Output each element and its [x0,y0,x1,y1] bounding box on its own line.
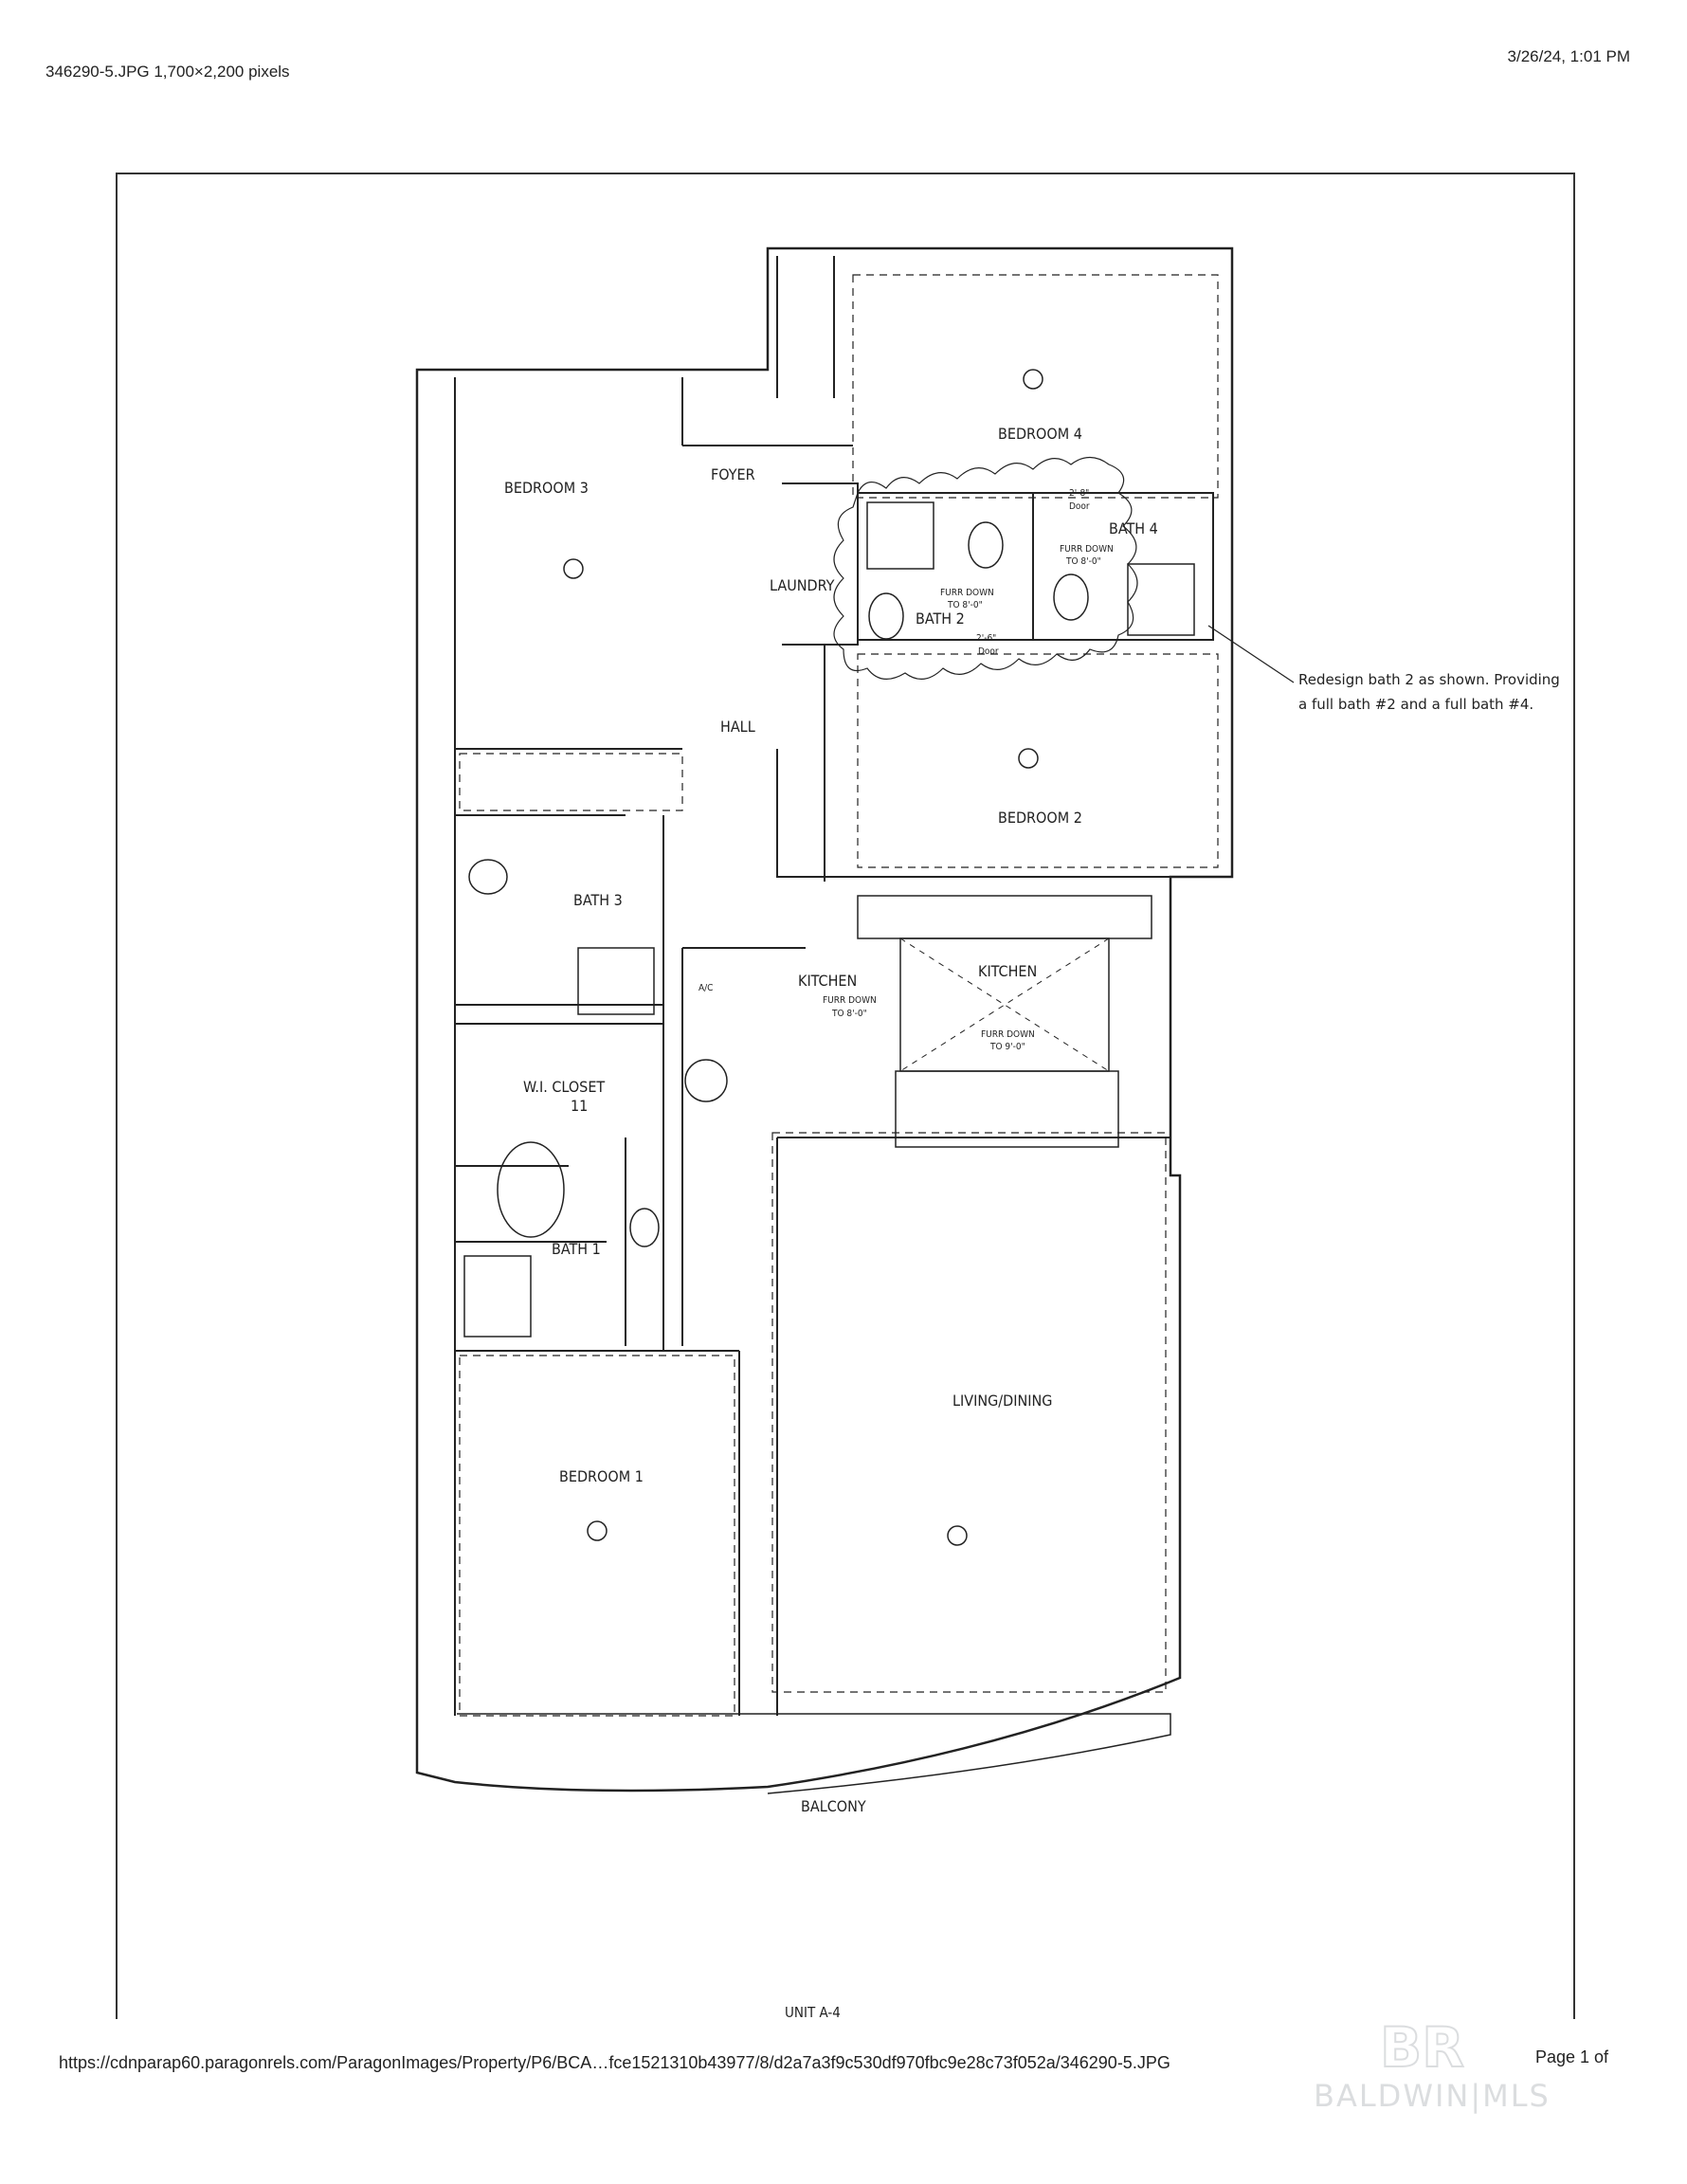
room-label-balcony: BALCONY [801,1797,866,1815]
exterior-wall [415,246,1234,1793]
room-label-bath1: BATH 1 [552,1240,601,1258]
door-size-top: 2'-8" [1069,488,1089,499]
furr-down-kitchen-line1: FURR DOWN [823,995,877,1006]
door-size-top-word: Door [1069,501,1090,512]
furr-down-bath2-line1: FURR DOWN [940,588,994,598]
print-timestamp: 3/26/24, 1:01 PM [1507,47,1630,65]
footer-url: https://cdnparap60.paragonrels.com/Parag… [59,2053,1170,2072]
door-size-bottom-word: Door [978,646,999,657]
furr-down-bath4-line1: FURR DOWN [1060,544,1114,555]
room-label-laundry: LAUNDRY [770,576,835,594]
room-label-bath2: BATH 2 [916,610,965,628]
unit-label: UNIT A-4 [785,2004,841,2021]
revision-cloud [833,456,1138,680]
bedroom3-ceiling-line [459,753,683,811]
room-label-bedroom4: BEDROOM 4 [998,425,1082,443]
balcony-rail [457,1713,1171,1794]
interior-walls [454,256,1214,1716]
footer-page-number: Page 1 of [1535,2048,1609,2066]
annotation-leader-line [1207,625,1295,683]
watermark-brand-text: BALDWIN|MLS [1314,2078,1551,2114]
bedroom4-ceiling-line [852,274,1219,499]
room-label-hall: HALL [720,718,755,736]
ceiling-fan-icons [563,369,1043,1546]
furr-down-kitchen-line2: TO 8'-0" [831,1009,867,1019]
ac-label: A/C [698,983,713,993]
drawing-sheet-border [116,173,1575,2019]
furr-down-island-line2: TO 9'-0" [989,1042,1025,1052]
room-label-kitchen-island: KITCHEN [978,962,1037,980]
room-label-bath3: BATH 3 [573,891,623,909]
watermark-logo-letters: BR [1380,2015,1464,2080]
room-label-bedroom3: BEDROOM 3 [504,479,589,497]
file-info-header: 346290-5.JPG 1,700×2,200 pixels [45,63,290,81]
bedroom1-ceiling-line [459,1355,735,1717]
redesign-note-line2: a full bath #2 and a full bath #4. [1298,696,1533,713]
bedroom2-ceiling-line [857,653,1219,868]
room-label-wi-closet-number: 11 [571,1097,588,1115]
room-label-bath4: BATH 4 [1109,519,1158,537]
room-label-bedroom1: BEDROOM 1 [559,1467,644,1485]
baldwin-mls-watermark: BR BALDWIN|MLS [1314,2014,1551,2114]
redesign-note-line1: Redesign bath 2 as shown. Providing [1298,671,1560,688]
furr-down-island-line1: FURR DOWN [981,1029,1035,1040]
room-label-living-dining: LIVING/DINING [952,1392,1052,1410]
furr-down-bath4-line2: TO 8'-0" [1065,556,1101,567]
room-label-kitchen: KITCHEN [798,972,857,990]
room-label-wi-closet: W.I. CLOSET [523,1078,605,1096]
living-ceiling-line [771,1132,1167,1693]
door-size-bottom: 2'-6" [976,633,996,644]
kitchen-counter-lower [895,1070,1119,1148]
furr-down-bath2-line2: TO 8'-0" [947,600,983,610]
bath-fixtures [463,501,1195,1338]
kitchen-counter [857,895,1152,939]
room-label-foyer: FOYER [711,465,755,483]
room-label-bedroom2: BEDROOM 2 [998,809,1082,827]
